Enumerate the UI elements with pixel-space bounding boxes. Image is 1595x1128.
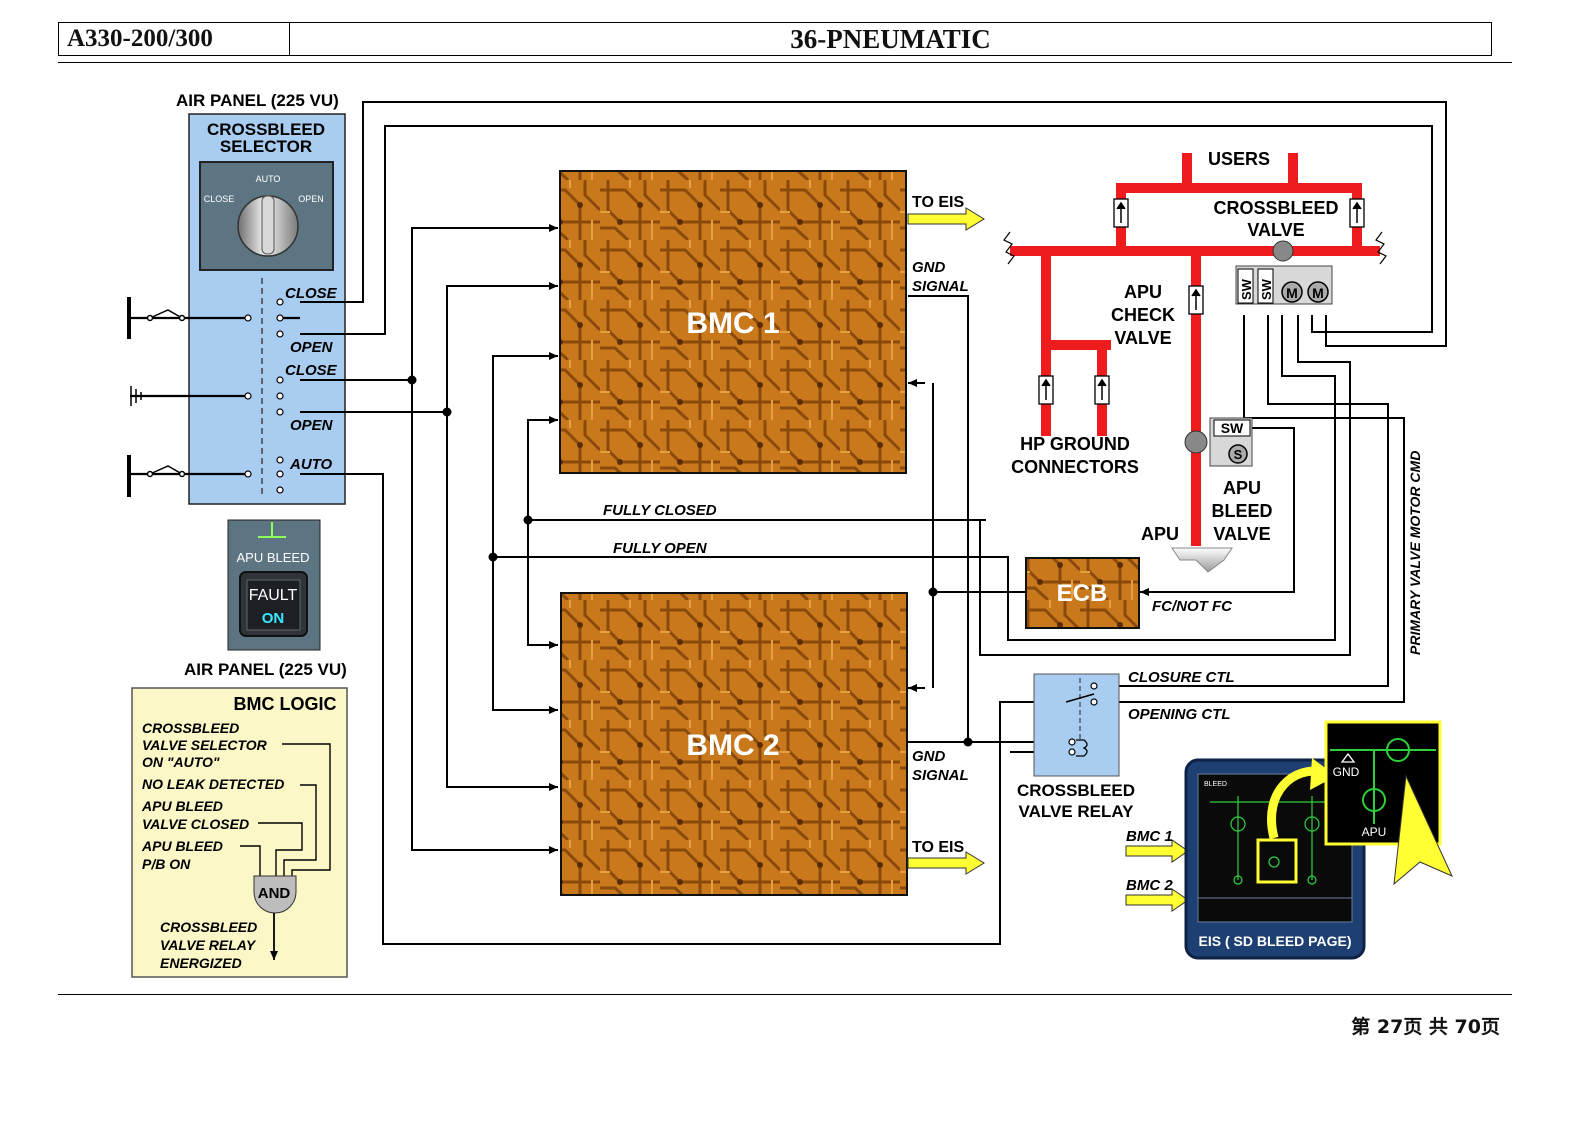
users-label: USERS <box>1208 149 1270 169</box>
logic-cond-1-l3: ON "AUTO" <box>142 754 220 770</box>
knob-open-label: OPEN <box>298 194 324 204</box>
eis-bmc1-arrow <box>1125 839 1189 863</box>
apu-icon <box>1171 547 1233 573</box>
apu-bleed-valve-label-2: BLEED <box>1211 501 1272 521</box>
crossbleed-selector-knob[interactable] <box>237 195 299 257</box>
apu-s-label: S <box>1234 447 1243 462</box>
logic-result-1: CROSSBLEED <box>160 919 257 935</box>
signal-label-1: SIGNAL <box>912 278 969 295</box>
actuator-sw-2: SW <box>1259 278 1274 300</box>
eis-bmc2-arrow <box>1125 888 1189 912</box>
logic-result-2: VALVE RELAY <box>160 937 257 953</box>
eis-caption: EIS ( SD BLEED PAGE) <box>1199 933 1352 949</box>
apu-bleed-pushbutton[interactable] <box>239 571 308 637</box>
primary-valve-motor-cmd-label: PRIMARY VALVE MOTOR CMD <box>1407 451 1423 655</box>
knob-auto-label: AUTO <box>256 174 281 184</box>
eis-bmc2-label: BMC 2 <box>1126 877 1173 894</box>
bmc1-box <box>559 170 907 474</box>
sd-title: BLEED <box>1204 781 1227 788</box>
air-panel-bottom-title: AIR PANEL (225 VU) <box>184 660 347 679</box>
to-eis-arrow-1 <box>907 207 985 231</box>
footer-rule <box>58 994 1512 995</box>
opening-ctl-label: OPENING CTL <box>1128 706 1231 723</box>
apu-check-valve-label-3: VALVE <box>1114 328 1171 348</box>
apu-bleed-fault-light: FAULT <box>249 587 298 604</box>
logic-cond-1-l2: VALVE SELECTOR <box>142 737 268 753</box>
crossbleed-valve-label-2: VALVE <box>1247 220 1304 240</box>
contact-auto: AUTO <box>289 456 333 473</box>
bmc2-label: BMC 2 <box>686 729 779 762</box>
apu-bleed-valve-label-1: APU <box>1223 478 1261 498</box>
gnd-label-2: GND <box>912 748 946 765</box>
contact-close-2: CLOSE <box>285 362 338 379</box>
zoom-apu-label: APU <box>1362 825 1387 839</box>
ecb-box <box>1025 557 1140 629</box>
bmc1-label: BMC 1 <box>686 307 779 340</box>
logic-cond-4-l1: APU BLEED <box>141 838 223 854</box>
selector-title-2: SELECTOR <box>220 137 312 156</box>
page-number: 第 27页 共 70页 <box>1351 1016 1500 1038</box>
crossbleed-valve-label-1: CROSSBLEED <box>1213 198 1338 218</box>
chapter-title: 36-PNEUMATIC <box>790 24 991 54</box>
logic-cond-3-l2: VALVE CLOSED <box>142 816 249 832</box>
apu-bleed-pb-label: APU BLEED <box>237 550 310 565</box>
to-eis-label-2: TO EIS <box>912 839 964 856</box>
fully-closed-label: FULLY CLOSED <box>603 502 717 519</box>
apu-bleed-valve-label-3: VALVE <box>1213 524 1270 544</box>
logic-cond-2-l1: NO LEAK DETECTED <box>142 776 284 792</box>
relay-label-2: VALVE RELAY <box>1019 802 1135 821</box>
fully-open-label: FULLY OPEN <box>613 540 708 557</box>
apu-label: APU <box>1141 524 1179 544</box>
apu-sw-label: SW <box>1221 420 1244 436</box>
apu-bleed-on-light: ON <box>262 610 285 627</box>
logic-cond-1-l1: CROSSBLEED <box>142 720 239 736</box>
page-header: A330-200/300 36-PNEUMATIC <box>58 22 1492 56</box>
logic-cond-3-l1: APU BLEED <box>141 798 223 814</box>
closure-ctl-label: CLOSURE CTL <box>1128 669 1235 686</box>
bmc2-box <box>560 592 908 896</box>
contact-open-1: OPEN <box>290 339 334 356</box>
hp-ground-label-2: CONNECTORS <box>1011 457 1139 477</box>
gnd-label-1: GND <box>912 259 946 276</box>
header-rule <box>58 62 1512 63</box>
and-gate <box>253 875 297 914</box>
eis-bmc1-label: BMC 1 <box>1126 828 1173 845</box>
to-eis-arrow-2 <box>907 851 985 875</box>
to-eis-label-1: TO EIS <box>912 194 964 211</box>
and-gate-label: AND <box>258 885 291 902</box>
fc-not-fc-label: FC/NOT FC <box>1152 598 1233 615</box>
bmc-logic-box <box>131 687 348 978</box>
ground-icon <box>130 386 142 406</box>
apu-check-valve-label-2: CHECK <box>1111 305 1175 325</box>
knob-close-label: CLOSE <box>204 194 235 204</box>
crossbleed-valve-icon <box>1272 240 1294 262</box>
motor-m-1: M <box>1286 285 1298 301</box>
ecb-label: ECB <box>1057 580 1108 607</box>
crossbleed-valve-relay <box>1033 673 1120 777</box>
logic-result-3: ENERGIZED <box>160 955 242 971</box>
aircraft-model: A330-200/300 <box>59 23 290 55</box>
zoom-gnd-label: GND <box>1333 765 1360 779</box>
eis-zoom-highlight <box>1256 838 1298 884</box>
contact-open-2: OPEN <box>290 417 334 434</box>
actuator-sw-1: SW <box>1239 278 1254 300</box>
signal-label-2: SIGNAL <box>912 767 969 784</box>
motor-m-2: M <box>1312 285 1324 301</box>
relay-label-1: CROSSBLEED <box>1017 781 1135 800</box>
logic-cond-4-l2: P/B ON <box>142 856 191 872</box>
hp-ground-label-1: HP GROUND <box>1020 434 1130 454</box>
air-panel-top-title: AIR PANEL (225 VU) <box>176 91 339 110</box>
selector-title-1: CROSSBLEED <box>207 120 325 139</box>
apu-check-valve-label-1: APU <box>1124 282 1162 302</box>
pointer-arrow-icon <box>1393 774 1454 886</box>
apu-bleed-valve-icon <box>1184 430 1208 454</box>
contact-close-1: CLOSE <box>285 285 338 302</box>
bmc-logic-title: BMC LOGIC <box>234 694 337 714</box>
